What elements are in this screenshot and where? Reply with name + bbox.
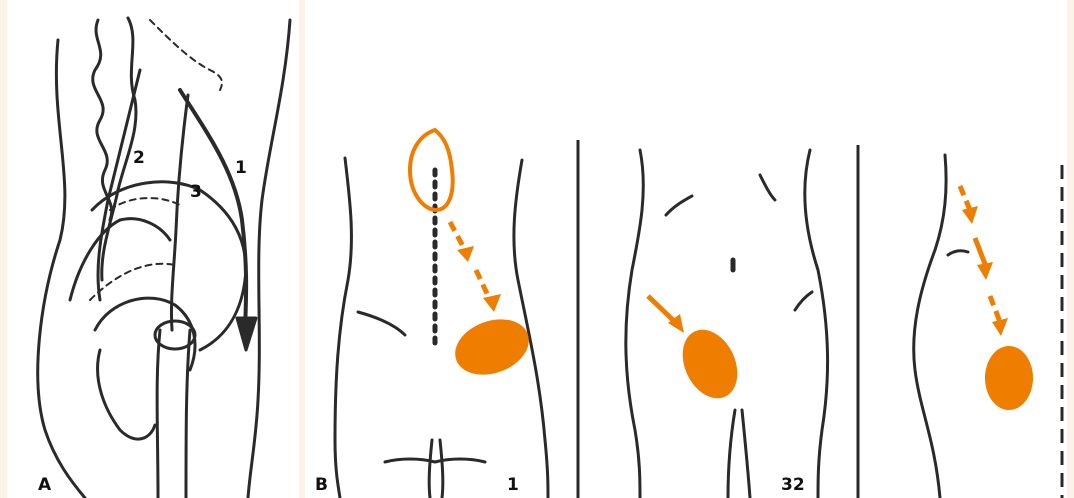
body-outline-right [248,20,290,498]
femur-right-edge [186,330,190,498]
hip-line-right [795,292,812,310]
abscess-front [672,321,748,407]
scapula-left [358,312,405,335]
path-1-arrowhead [237,318,256,350]
buttock-crease [385,459,485,462]
back-left-contour [335,158,351,498]
arrow-back-2 [476,270,490,300]
acetabulum [95,298,195,370]
chest-line-left [666,196,692,215]
dashed-psoas [150,20,222,90]
chest-line-right [760,175,775,200]
panel-b-front-figure [626,150,828,498]
inner-thigh-right [742,410,750,498]
abscess-side [985,346,1033,410]
arrow-back-1 [450,222,465,250]
abscess-back [447,310,536,385]
arrowhead-side-1 [962,206,978,224]
kidney-outline [410,130,453,210]
spine-back [102,18,136,280]
panel-label-a: A [38,477,51,494]
arrowhead-side-3 [992,318,1008,336]
gluteal-cleft-right [440,440,443,498]
figure-number-32: 32 [781,477,805,494]
inner-thigh-left [728,410,735,498]
path-label-2: 2 [133,150,145,167]
path-3-line [171,95,188,330]
arrow-side-1 [960,186,970,210]
path-label-1: 1 [235,160,247,177]
arrowhead-side-2 [977,262,993,280]
arrowhead-back-2 [483,294,501,312]
pelvis-inner [70,219,170,300]
path-label-3: 3 [190,184,202,201]
spine-front [93,20,112,220]
panel-b-side-figure [914,155,968,498]
body-outline-left [38,40,85,498]
orange-annotations [410,130,1033,410]
gluteal-cleft-left [429,440,432,498]
arrow-side-2 [975,238,985,264]
arrow-side-3 [990,296,1000,322]
side-hip-mark [948,251,968,255]
panel-a-drawing [38,18,290,498]
femur-left-edge [157,330,160,498]
side-contour [914,155,946,498]
figure-number-1: 1 [507,477,519,494]
arrowhead-back-1 [457,246,474,262]
arrow-front [648,296,675,322]
path-1-line [180,90,246,330]
sacrum [98,350,155,439]
front-right-contour [805,150,828,498]
front-left-contour [626,150,643,498]
dashed-ilium [110,198,180,210]
panel-label-b: B [315,477,328,494]
